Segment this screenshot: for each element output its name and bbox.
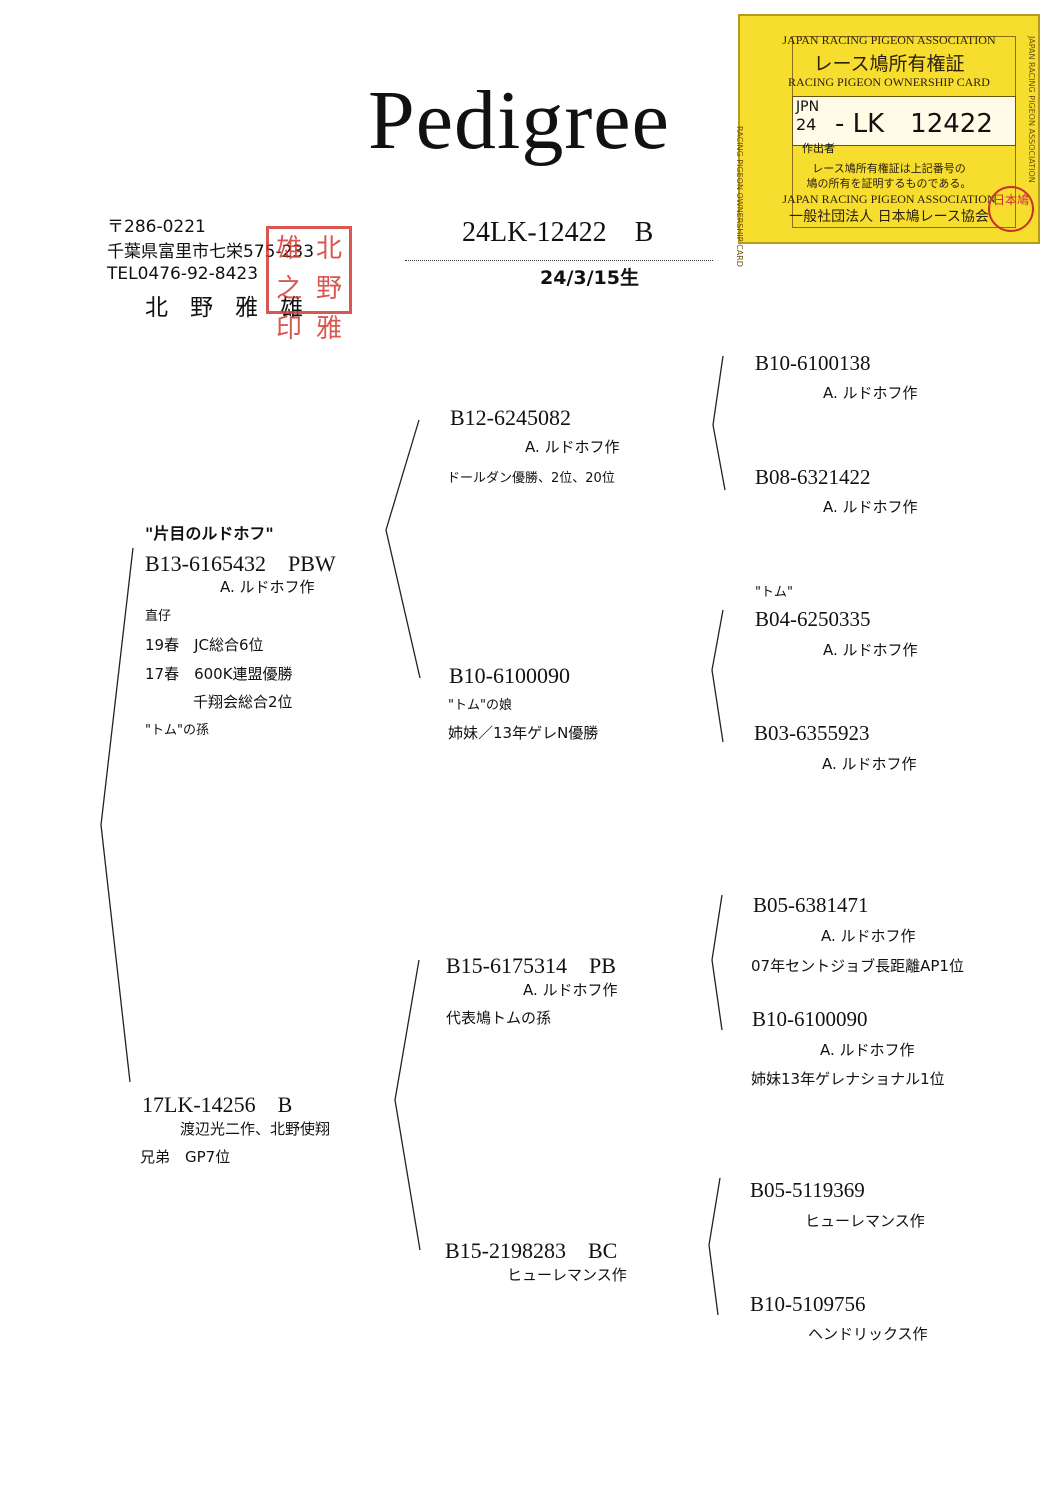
seal-char: 野 bbox=[315, 274, 342, 304]
page-title: Pedigree bbox=[368, 74, 670, 167]
gen3-breeder: A. ルドホフ作 bbox=[823, 384, 918, 402]
gen3-ring: B10-5109756 bbox=[750, 1292, 866, 1316]
sire-breeder: A. ルドホフ作 bbox=[220, 578, 315, 596]
sire-note: 直仔 bbox=[145, 609, 172, 624]
dotted-divider bbox=[405, 260, 713, 261]
gen3-breeder: A. ルドホフ作 bbox=[821, 927, 916, 945]
dam-ring: 17LK-14256 B bbox=[142, 1092, 293, 1117]
sire-dam-note: 姉妹／13年ゲレN優勝 bbox=[448, 724, 599, 742]
dam-breeder: 渡辺光二作、北野使翔 bbox=[180, 1120, 331, 1138]
seal-char: 北 bbox=[315, 234, 342, 264]
seal-char: 之 bbox=[275, 274, 302, 304]
sire-sire-note: ドールダン優勝、2位、20位 bbox=[447, 471, 615, 486]
gen3-ring: B08-6321422 bbox=[755, 465, 871, 489]
dam-sire-breeder: A. ルドホフ作 bbox=[523, 981, 618, 999]
bird-ring-number: 24LK-12422 B bbox=[462, 217, 654, 248]
seal-char: 印 bbox=[275, 314, 302, 344]
gen3-breeder: ヘンドリックス作 bbox=[808, 1325, 928, 1343]
dam-dam-breeder: ヒューレマンス作 bbox=[507, 1266, 627, 1284]
card-number: - LK 12422 bbox=[835, 109, 993, 139]
gen3-ring: B05-6381471 bbox=[753, 893, 869, 917]
gen3-ring: B10-6100090 bbox=[752, 1007, 868, 1031]
card-title-jp: レース鳩所有権証 bbox=[813, 53, 965, 75]
gen3-breeder: A. ルドホフ作 bbox=[823, 641, 918, 659]
owner-name: 北野雅雄 bbox=[145, 295, 325, 321]
owner-address: 千葉県富里市七栄575-233 bbox=[107, 242, 315, 262]
owner-seal-stamp: 雄 北 之 野 印 雅 bbox=[266, 226, 352, 344]
sire-name: "片目のルドホフ" bbox=[145, 524, 274, 543]
card-association-en: JAPAN RACING PIGEON ASSOCIATION bbox=[782, 33, 996, 47]
dam-sire-ring: B15-6175314 PB bbox=[446, 953, 616, 978]
gen3-breeder: A. ルドホフ作 bbox=[820, 1041, 915, 1059]
gen3-breeder: A. ルドホフ作 bbox=[822, 755, 917, 773]
card-stamp: 日本鳩 bbox=[988, 186, 1034, 232]
gen3-ring: B03-6355923 bbox=[754, 721, 870, 745]
gen3-ring: B05-5119369 bbox=[750, 1178, 865, 1202]
sire-note: 千翔会総合2位 bbox=[193, 693, 293, 711]
card-prefix-jpn: JPN bbox=[796, 99, 820, 115]
card-issuer-en: JAPAN RACING PIGEON ASSOCIATION bbox=[782, 192, 996, 206]
sire-note: "トム"の孫 bbox=[145, 723, 209, 738]
owner-postal-code: 〒286-0221 bbox=[107, 217, 206, 237]
gen3-note: 姉妹13年ゲレナショナル1位 bbox=[751, 1070, 945, 1088]
card-cert-line2: 鳩の所有を証明するものである。 bbox=[806, 177, 972, 190]
sire-dam-ring: B10-6100090 bbox=[449, 663, 570, 688]
birth-date: 24/3/15生 bbox=[540, 267, 639, 289]
card-prefix-year: 24 bbox=[796, 115, 817, 134]
sire-sire-breeder: A. ルドホフ作 bbox=[525, 438, 620, 456]
sire-ring: B13-6165432 PBW bbox=[145, 551, 336, 576]
card-title-en: RACING PIGEON OWNERSHIP CARD bbox=[788, 75, 990, 89]
gen3-breeder: A. ルドホフ作 bbox=[823, 498, 918, 516]
sire-sire-ring: B12-6245082 bbox=[450, 405, 571, 430]
card-issuer-jp: 一般社団法人 日本鳩レース協会 bbox=[789, 209, 989, 225]
sire-dam-breeder: "トム"の娘 bbox=[448, 698, 512, 713]
seal-char: 雄 bbox=[275, 234, 302, 264]
ownership-card: RACING PIGEON OWNERSHIP CARD JAPAN RACIN… bbox=[735, 14, 1040, 267]
sire-note: 19春 JC総合6位 bbox=[145, 636, 264, 654]
dam-sire-note: 代表鳩トムの孫 bbox=[446, 1009, 552, 1027]
sire-note: 17春 600K連盟優勝 bbox=[145, 665, 293, 683]
dam-note: 兄弟 GP7位 bbox=[140, 1148, 231, 1166]
card-cert-line1: レース鳩所有権証は上記番号の bbox=[812, 162, 966, 175]
gen3-breeder: ヒューレマンス作 bbox=[805, 1212, 925, 1230]
gen3-ring: B04-6250335 bbox=[755, 607, 871, 631]
card-maker-label: 作出者 bbox=[802, 142, 835, 155]
gen3-note: 07年セントジョブ長距離AP1位 bbox=[751, 957, 964, 975]
card-number-box: JPN 24 - LK 12422 bbox=[792, 96, 1016, 146]
owner-phone: TEL0476-92-8423 bbox=[107, 264, 259, 284]
seal-char: 雅 bbox=[315, 314, 342, 344]
dam-dam-ring: B15-2198283 BC bbox=[445, 1238, 618, 1263]
gen3-name: "トム" bbox=[755, 585, 793, 600]
gen3-ring: B10-6100138 bbox=[755, 351, 871, 375]
